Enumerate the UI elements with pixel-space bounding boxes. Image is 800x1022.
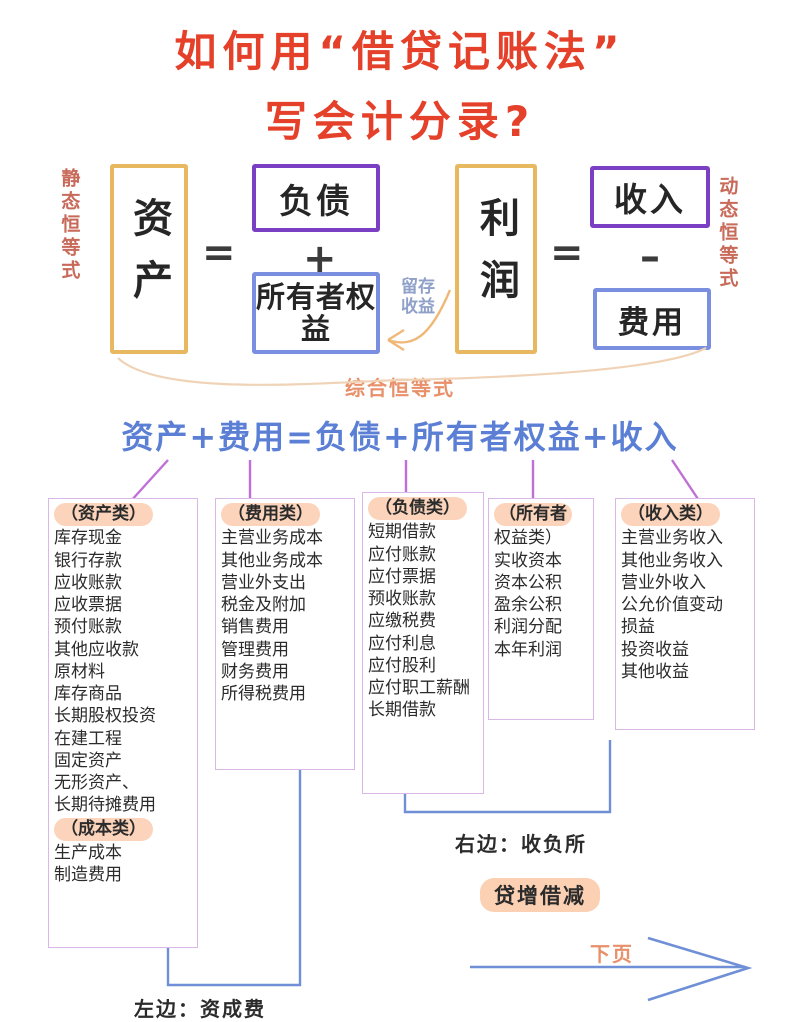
list-item: 其他业务收入 <box>621 550 723 571</box>
list-item: 本年利润 <box>494 639 562 660</box>
list-item: 税金及附加 <box>221 595 306 616</box>
equity-box-label: 所有者权益 <box>256 279 377 346</box>
revenue-box: 收入 <box>590 166 710 228</box>
list-item: 预收账款 <box>368 589 436 610</box>
category-column-liability[interactable]: （负债类） 短期借款 应付账款 应付票据 预收账款 应缴税费 应付利息 应付股利… <box>362 492 484 794</box>
list-item: 资本公积 <box>494 572 562 593</box>
dynamic-equals-sign: = <box>550 230 584 276</box>
next-page-label: 下页 <box>590 942 634 966</box>
combined-equation-label: 综合恒等式 <box>345 376 455 400</box>
dynamic-minus-sign: – <box>640 234 660 280</box>
list-item: 长期待摊费用 <box>54 795 156 816</box>
list-item: 管理费用 <box>221 639 289 660</box>
list-item: 其他应收款 <box>54 639 139 660</box>
category-header-cost: （成本类） <box>54 817 153 841</box>
list-item: 预付账款 <box>54 617 122 638</box>
retained-earnings-arrowhead <box>387 328 405 352</box>
list-item: 在建工程 <box>54 728 122 749</box>
connector-revenue <box>671 459 701 503</box>
expense-box-label: 费用 <box>618 304 686 341</box>
list-item: 长期借款 <box>368 700 436 721</box>
retained-earnings-annotation: 留存收益 <box>401 277 435 318</box>
category-column-asset[interactable]: （资产类） 库存现金 银行存款 应收账款 应收票据 预付账款 其他应收款 原材料… <box>48 498 198 948</box>
list-item: 其他收益 <box>621 661 689 682</box>
list-item: 损益 <box>621 617 655 638</box>
list-item: 制造费用 <box>54 865 122 886</box>
credit-increase-highlight: 贷增借减 <box>480 878 600 912</box>
list-item: 库存现金 <box>54 528 122 549</box>
list-item: 生产成本 <box>54 842 122 863</box>
list-item: 投资收益 <box>621 639 689 660</box>
category-header-revenue: （收入类） <box>621 503 720 527</box>
list-item: 原材料 <box>54 661 105 682</box>
page-title-line2: 写会计分录? <box>264 97 536 146</box>
profit-box-label: 利润 <box>473 197 519 321</box>
list-item: 应收账款 <box>54 572 122 593</box>
connector-asset <box>129 459 169 503</box>
list-item: 应付利息 <box>368 633 436 654</box>
list-item: 主营业务收入 <box>621 528 723 549</box>
category-column-equity[interactable]: （所有者 权益类） 实收资本 资本公积 盈余公积 利润分配 本年利润 <box>488 498 594 720</box>
equity-box: 所有者权益 <box>252 272 380 354</box>
list-item: 短期借款 <box>368 522 436 543</box>
liability-box: 负债 <box>252 164 380 232</box>
list-item: 库存商品 <box>54 684 122 705</box>
category-header-liability: （负债类） <box>368 497 467 521</box>
list-item: 公允价值变动 <box>621 595 723 616</box>
category-header-equity-line1: （所有者 <box>494 503 572 527</box>
revenue-box-label: 收入 <box>614 180 686 219</box>
list-item: 应收票据 <box>54 595 122 616</box>
static-equation-side-label: 静态恒等式 <box>58 168 81 283</box>
list-item: 固定资产 <box>54 750 122 771</box>
list-item: 应付股利 <box>368 655 436 676</box>
list-item: 其他业务成本 <box>221 550 323 571</box>
category-header-equity-line2: 权益类） <box>494 528 562 549</box>
left-side-rule-note: 左边：资成费 <box>134 997 266 1021</box>
category-column-revenue[interactable]: （收入类） 主营业务收入 其他业务收入 营业外收入 公允价值变动 损益 投资收益… <box>615 498 755 730</box>
category-header-asset: （资产类） <box>54 503 153 527</box>
page-title-line1: 如何用“借贷记账法” <box>174 27 626 76</box>
static-equals-sign: = <box>202 230 236 276</box>
category-header-expense: （费用类） <box>221 503 320 527</box>
list-item: 利润分配 <box>494 617 562 638</box>
list-item: 实收资本 <box>494 550 562 571</box>
profit-box: 利润 <box>455 164 537 354</box>
list-item: 应付票据 <box>368 566 436 587</box>
liability-box-label: 负债 <box>279 181 353 222</box>
list-item: 财务费用 <box>221 661 289 682</box>
list-item: 应付职工薪酬 <box>368 678 470 699</box>
next-page-arrow-head <box>647 936 753 1002</box>
list-item: 银行存款 <box>54 550 122 571</box>
list-item: 所得税费用 <box>221 684 306 705</box>
combined-equation: 资产+费用=负债+所有者权益+收入 <box>121 418 679 456</box>
list-item: 盈余公积 <box>494 595 562 616</box>
list-item: 销售费用 <box>221 617 289 638</box>
expense-box: 费用 <box>593 288 711 350</box>
list-item: 应缴税费 <box>368 611 436 632</box>
credit-increase-label: 贷增借减 <box>480 878 600 912</box>
category-column-expense[interactable]: （费用类） 主营业务成本 其他业务成本 营业外支出 税金及附加 销售费用 管理费… <box>215 498 355 770</box>
right-side-rule-note: 右边：收负所 <box>455 832 587 856</box>
asset-box-label: 资产 <box>126 197 172 321</box>
list-item: 主营业务成本 <box>221 528 323 549</box>
dynamic-equation-side-label: 动态恒等式 <box>716 176 739 291</box>
list-item: 应付账款 <box>368 544 436 565</box>
list-item: 无形资产、 <box>54 773 139 794</box>
list-item: 营业外支出 <box>221 572 306 593</box>
list-item: 长期股权投资 <box>54 706 156 727</box>
list-item: 营业外收入 <box>621 572 706 593</box>
asset-box: 资产 <box>110 164 188 354</box>
